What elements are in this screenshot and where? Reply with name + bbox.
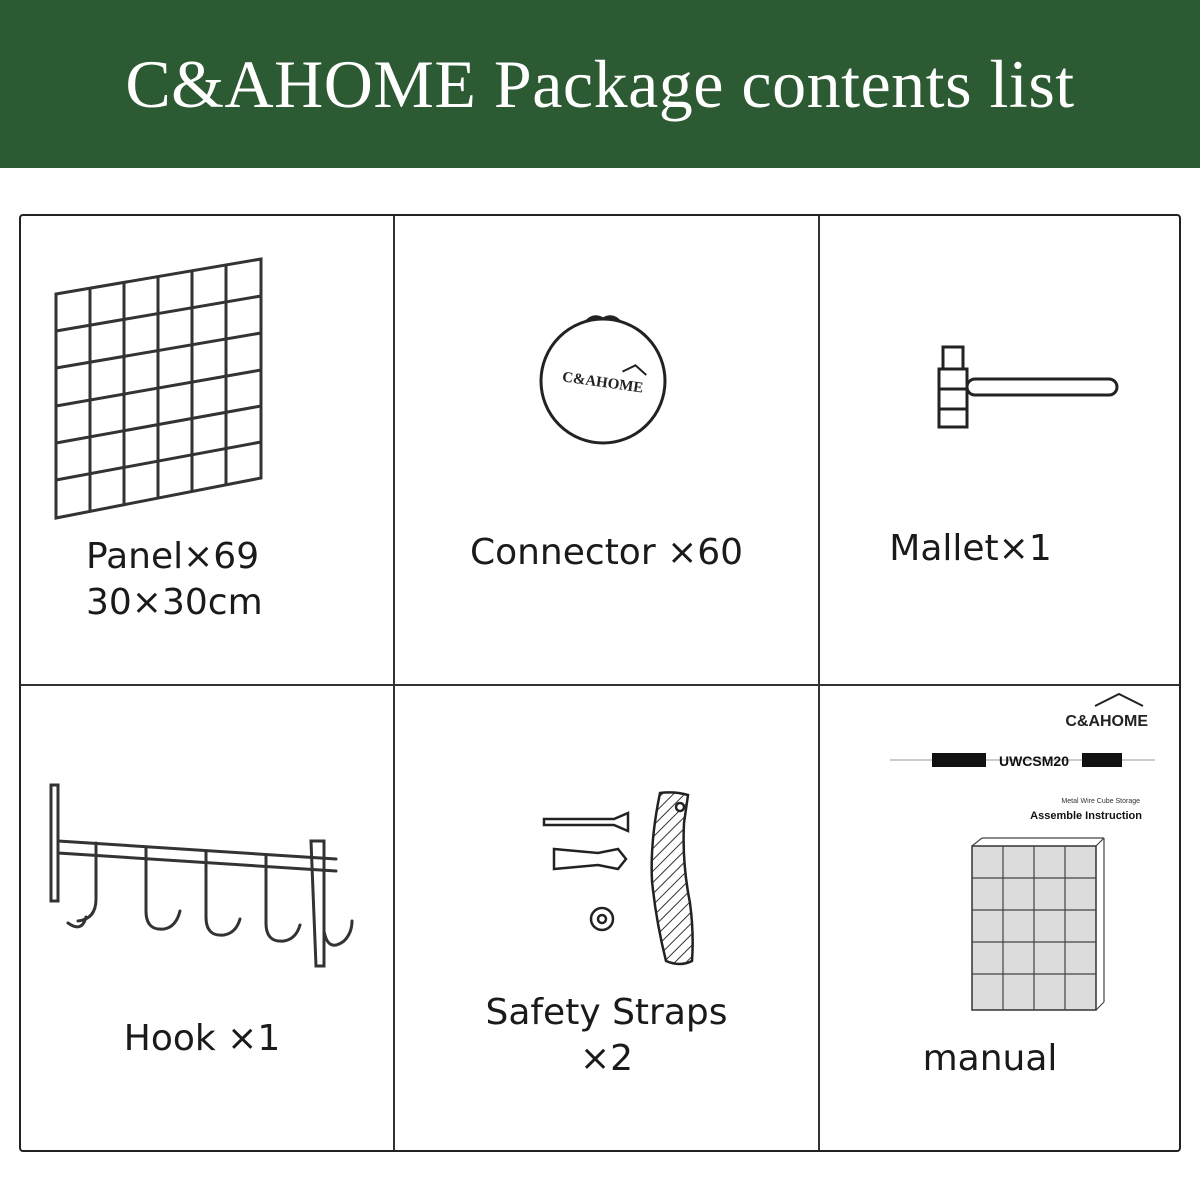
item-mallet: Mallet×1 — [820, 216, 1181, 684]
safety-straps-label: Safety Straps ×2 — [485, 992, 728, 1079]
contents-grid: Panel×69 30×30cm C&AHOME Connector ×60 — [19, 214, 1181, 1152]
grid-divider — [21, 684, 1179, 686]
safety-straps-icon — [542, 791, 694, 966]
manual-heading: Assemble Instruction — [1030, 810, 1142, 822]
hook-label: Hook ×1 — [123, 1018, 281, 1059]
cube-storage-icon — [971, 837, 1105, 1011]
wire-panel-icon — [54, 257, 263, 520]
item-panel: Panel×69 30×30cm — [21, 216, 393, 684]
item-hook: Hook ×1 — [21, 686, 393, 1152]
grid-divider — [393, 216, 395, 1150]
manual-brand-logo: C&AHOME — [1065, 692, 1148, 730]
svg-text:UWCSM20: UWCSM20 — [999, 753, 1069, 769]
connector-label: Connector ×60 — [469, 532, 744, 573]
manual-label: manual — [922, 1038, 1058, 1079]
mallet-label: Mallet×1 — [889, 528, 1052, 569]
connector-icon: C&AHOME — [539, 315, 667, 445]
manual-subtitle: Metal Wire Cube Storage — [1061, 798, 1140, 805]
manual-model-bar: UWCSM20 — [890, 753, 1155, 769]
hook-icon — [49, 783, 354, 968]
svg-text:C&AHOME: C&AHOME — [1065, 713, 1148, 730]
item-connector: C&AHOME Connector ×60 — [395, 216, 818, 684]
item-safety-straps: Safety Straps ×2 — [395, 686, 818, 1152]
grid-divider — [818, 216, 820, 1150]
item-manual: C&AHOME UWCSM20 Metal Wire Cube Storage … — [820, 686, 1181, 1152]
page-title: C&AHOME Package contents list — [125, 45, 1075, 122]
mallet-icon — [937, 345, 1119, 429]
header-banner: C&AHOME Package contents list — [0, 0, 1200, 168]
panel-label: Panel×69 30×30cm — [86, 536, 263, 623]
